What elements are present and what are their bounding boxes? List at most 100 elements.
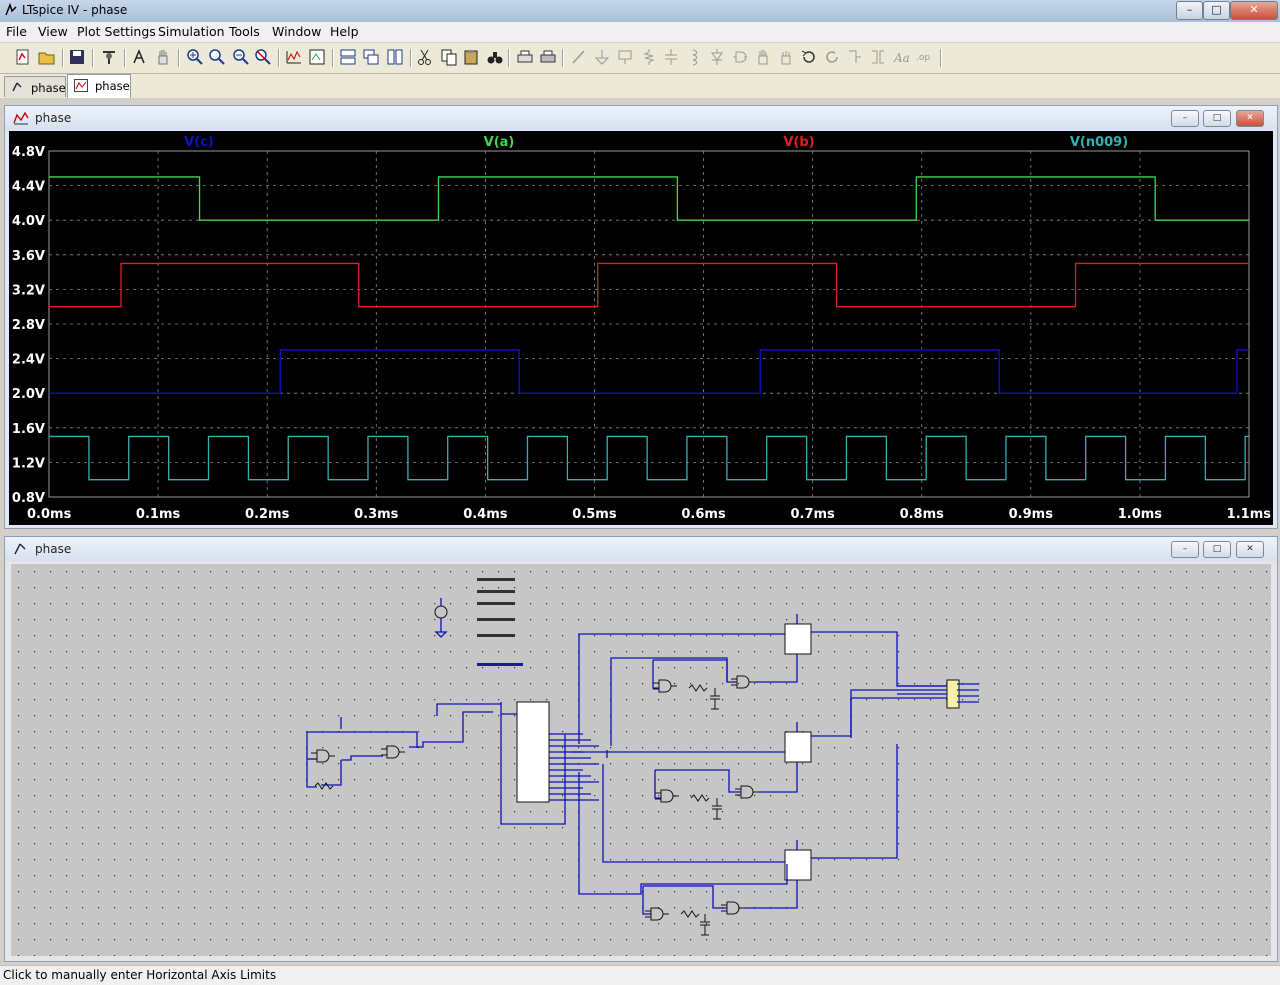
- x-tick-label: 0.4ms: [463, 507, 508, 522]
- menu-bar: File View Plot Settings Simulation Tools…: [0, 22, 1280, 42]
- y-tick-label: 2.4V: [12, 353, 45, 368]
- status-text: Click to manually enter Horizontal Axis …: [3, 968, 277, 982]
- move-hand-icon: [758, 50, 768, 65]
- inductor-icon: [692, 49, 698, 66]
- menu-view[interactable]: View: [38, 24, 68, 39]
- run-icon[interactable]: [130, 48, 148, 66]
- menu-simulation[interactable]: Simulation: [158, 24, 225, 39]
- flip-flop-ic: [784, 623, 812, 655]
- spice-directive-text: [477, 634, 515, 637]
- ltspice-app-icon: [5, 3, 17, 16]
- document-tabs: phase phase: [0, 74, 1280, 98]
- redo-icon: [826, 51, 838, 63]
- wire: [850, 683, 979, 738]
- paste-icon[interactable]: [462, 48, 480, 66]
- wire: [436, 702, 566, 825]
- x-tick-label: 0.6ms: [681, 507, 726, 522]
- minimize-button[interactable]: –: [1176, 1, 1203, 20]
- schematic-close-button[interactable]: ✕: [1236, 541, 1264, 558]
- y-tick-label: 4.8V: [12, 145, 45, 160]
- zoom-fit-icon[interactable]: [254, 48, 272, 66]
- schematic-grid: [11, 564, 1271, 956]
- spice-directive-text: [477, 590, 515, 593]
- autorange-icon[interactable]: [285, 48, 303, 66]
- trace-vb: [49, 262, 1249, 308]
- ground-icon: [594, 50, 610, 65]
- schematic-canvas[interactable]: [11, 564, 1271, 956]
- capacitor: [710, 688, 720, 710]
- capacitor-icon: [665, 49, 677, 65]
- nand-gate: [653, 679, 677, 693]
- flip-flop-ic: [784, 731, 812, 763]
- nand-gate: [381, 745, 405, 759]
- print-preview-icon[interactable]: [516, 48, 534, 66]
- mirror-icon: [872, 50, 884, 64]
- x-tick-label: 0.3ms: [354, 507, 399, 522]
- cascade-icon[interactable]: [362, 48, 380, 66]
- wire: [434, 598, 448, 638]
- schematic-restore-button[interactable]: □: [1203, 541, 1231, 558]
- tab-waveform[interactable]: phase: [67, 74, 131, 98]
- plot-close-button[interactable]: ✕: [1236, 110, 1264, 127]
- nand-gate: [311, 749, 335, 763]
- x-tick-label: 1.1ms: [1227, 507, 1272, 522]
- save-icon[interactable]: [68, 48, 86, 66]
- spice-directive-text: [477, 578, 515, 581]
- capacitor: [700, 914, 710, 936]
- menu-window[interactable]: Window: [272, 24, 322, 39]
- schematic-window: phase – □ ✕: [4, 536, 1278, 962]
- tile-horizontal-icon[interactable]: [339, 48, 357, 66]
- tab-schematic[interactable]: phase: [4, 76, 66, 97]
- legend-va: V(a): [484, 135, 515, 150]
- spice-directive-text: [477, 618, 515, 621]
- pan-icon[interactable]: [208, 48, 226, 66]
- zoom-in-icon[interactable]: [186, 48, 204, 66]
- nand-gate: [655, 789, 679, 803]
- toolbar: Aa .op: [0, 43, 1280, 74]
- control-panel-icon[interactable]: [100, 48, 118, 66]
- cut-icon[interactable]: [416, 48, 434, 66]
- title-bar: LTspice IV - phase – □ ✕: [0, 0, 1280, 22]
- wire: [652, 654, 798, 689]
- maximize-button[interactable]: □: [1203, 1, 1230, 20]
- print-icon[interactable]: [539, 48, 557, 66]
- x-tick-label: 0.0ms: [27, 507, 72, 522]
- plot-minimize-button[interactable]: –: [1171, 110, 1199, 127]
- wire: [578, 614, 798, 850]
- zoom-out-icon[interactable]: [232, 48, 250, 66]
- schematic-minimize-button[interactable]: –: [1171, 541, 1199, 558]
- tile-vertical-icon[interactable]: [386, 48, 404, 66]
- close-button[interactable]: ✕: [1230, 1, 1278, 20]
- plot-restore-button[interactable]: □: [1203, 110, 1231, 127]
- rotate-icon: [849, 50, 861, 63]
- find-binoculars-icon[interactable]: [486, 48, 504, 66]
- y-tick-label: 1.6V: [12, 422, 45, 437]
- menu-tools[interactable]: Tools: [229, 24, 260, 39]
- plot-settings-icon[interactable]: [308, 48, 326, 66]
- waveform-icon: [74, 79, 88, 92]
- status-bar: Click to manually enter Horizontal Axis …: [0, 965, 1280, 985]
- open-folder-icon[interactable]: [38, 48, 56, 66]
- menu-plot-settings[interactable]: Plot Settings: [77, 24, 156, 39]
- new-schematic-icon[interactable]: [14, 48, 32, 66]
- schematic-icon: [14, 543, 26, 555]
- y-tick-label: 1.2V: [12, 456, 45, 471]
- undo-icon[interactable]: [800, 48, 818, 66]
- counter-ic: [516, 701, 550, 803]
- y-tick-label: 3.2V: [12, 283, 45, 298]
- schematic-window-title: phase: [35, 542, 72, 556]
- menu-file[interactable]: File: [6, 24, 27, 39]
- x-tick-label: 0.1ms: [136, 507, 181, 522]
- draw-wire-icon: [572, 50, 585, 64]
- x-tick-label: 0.9ms: [1009, 507, 1054, 522]
- capacitor: [712, 798, 722, 820]
- halt-hand-icon[interactable]: [154, 48, 172, 66]
- menu-help[interactable]: Help: [330, 24, 359, 39]
- plot-window-title: phase: [35, 111, 72, 125]
- nand-gate: [735, 785, 759, 799]
- resistor-icon: [643, 49, 655, 65]
- copy-icon[interactable]: [440, 48, 458, 66]
- resistor: [314, 782, 334, 790]
- nand-gate: [645, 907, 669, 921]
